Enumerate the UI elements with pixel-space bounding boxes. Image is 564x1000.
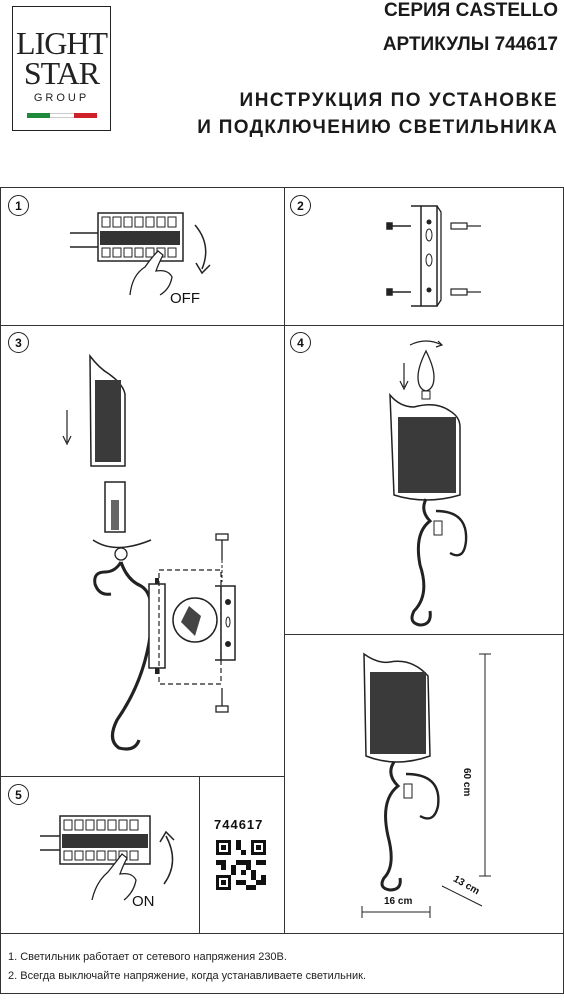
circuit-breaker-off-illustration: [70, 212, 211, 296]
height-dimension-label: 60 cm: [461, 768, 472, 797]
step-number-3: 3: [8, 332, 29, 353]
lamp-assembly-illustration: [62, 353, 236, 751]
circuit-breaker-on-illustration: [40, 815, 175, 901]
step-number-1: 1: [8, 195, 29, 216]
logo-text-light: LIGHT: [16, 25, 108, 61]
instruction-title-line1: ИНСТРУКЦИЯ ПО УСТАНОВКЕ: [239, 90, 558, 111]
article-title: АРТИКУЛЫ 744617: [382, 34, 558, 55]
width-dimension-label: 16 cm: [384, 896, 413, 907]
logo-text-group: GROUP: [33, 92, 90, 104]
logo-text-star: STAR: [23, 55, 100, 91]
off-label: OFF: [170, 290, 200, 307]
step-number-2: 2: [290, 195, 311, 216]
notes: 1. Светильник работает от сетевого напря…: [8, 948, 366, 986]
article-number: 744617: [214, 817, 264, 832]
bulb-installation-illustration: [389, 340, 468, 627]
italian-flag-stripe: [27, 113, 97, 118]
on-label: ON: [132, 893, 155, 910]
brand-logo: LIGHT STAR GROUP: [12, 6, 111, 131]
qr-code-icon: [216, 840, 266, 890]
step-number-5: 5: [8, 784, 29, 805]
instruction-title-line2: И ПОДКЛЮЧЕНИЮ СВЕТИЛЬНИКА: [197, 117, 558, 138]
lamp-dimensions-illustration: [361, 652, 491, 918]
note-item: 2. Всегда выключайте напряжение, когда у…: [8, 970, 367, 982]
step-number-4: 4: [290, 332, 311, 353]
series-title: СЕРИЯ CASTELLO: [383, 0, 558, 21]
mounting-bracket-illustration: [386, 205, 481, 307]
note-item: 1. Светильник работает от сетевого напря…: [8, 951, 287, 963]
